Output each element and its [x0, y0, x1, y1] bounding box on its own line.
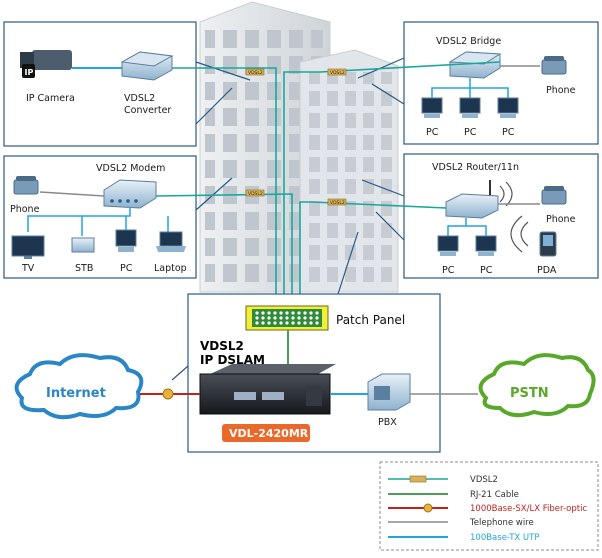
- wireless-signal-icon: [510, 215, 529, 253]
- label-pc-router-2: PC: [480, 265, 493, 276]
- pbx-icon: [367, 373, 411, 411]
- phone-icon: [541, 186, 567, 205]
- ip-camera-icon: IP: [20, 50, 72, 78]
- legend-item-utp: 100Base-TX UTP: [388, 533, 539, 543]
- modem-icon: [103, 179, 157, 209]
- label-phone-bridge: Phone: [546, 85, 576, 96]
- bridge-icon: [448, 51, 502, 79]
- label-dslam-2: IP DSLAM: [200, 353, 265, 367]
- fiber-connector: [162, 388, 174, 400]
- vdsl2-cables: [155, 61, 501, 316]
- svg-text:VDSL2: VDSL2: [470, 475, 498, 485]
- label-laptop: Laptop: [154, 263, 187, 274]
- pstn-cloud: PSTN: [478, 353, 596, 418]
- label-ip-camera: IP Camera: [26, 93, 75, 104]
- pc-icon: [497, 97, 519, 118]
- tv-icon: [11, 235, 45, 259]
- label-pbx: PBX: [378, 417, 397, 428]
- title-vdsl2-router: VDSL2 Router/11n: [432, 162, 519, 173]
- label-pc-router-1: PC: [442, 265, 455, 276]
- phone-icon: [13, 176, 39, 195]
- svg-text:VDSL2: VDSL2: [330, 70, 345, 76]
- label-pstn: PSTN: [510, 386, 549, 401]
- label-model: VDL-2420MR: [229, 427, 309, 440]
- legend: VDSL2 RJ-21 Cable 1000Base-SX/LX Fiber-o…: [379, 461, 599, 551]
- title-vdsl2-bridge: VDSL2 Bridge: [436, 36, 501, 47]
- label-patch-panel: Patch Panel: [336, 313, 405, 327]
- svg-text:100Base-TX UTP: 100Base-TX UTP: [470, 533, 539, 543]
- svg-text:VDSL2: VDSL2: [330, 200, 345, 206]
- legend-item-telephone: Telephone wire: [388, 518, 534, 528]
- label-phone-left: Phone: [10, 204, 40, 215]
- legend-item-rj21: RJ-21 Cable: [388, 490, 519, 500]
- label-pc-bridge-2: PC: [464, 127, 477, 138]
- router-icon: [445, 180, 513, 219]
- pc-icon: [115, 229, 137, 252]
- pc-icon: [437, 235, 459, 256]
- stb-icon: [71, 237, 95, 253]
- label-pda: PDA: [537, 265, 557, 276]
- box-ip-camera: IP IP Camera VDSL2 Converter: [3, 21, 251, 147]
- box-vdsl2-router: VDSL2 Router/11n Phone PC PC: [361, 153, 599, 279]
- label-internet: Internet: [46, 386, 106, 401]
- legend-item-vdsl2: VDSL2: [388, 475, 498, 485]
- svg-text:1000Base-SX/LX Fiber-optic: 1000Base-SX/LX Fiber-optic: [470, 504, 587, 514]
- pc-icon: [475, 235, 497, 256]
- vdsl2-converter-icon: [120, 51, 174, 81]
- pc-icon: [459, 97, 481, 118]
- label-stb: STB: [75, 263, 93, 274]
- label-pc-bridge-3: PC: [502, 127, 515, 138]
- svg-text:VDSL2: VDSL2: [248, 70, 263, 76]
- internet-cloud: Internet: [14, 353, 144, 420]
- box-ip-dslam: Patch Panel VDSL2 IP DSLAM VDL-2420MR PB…: [171, 231, 441, 453]
- title-vdsl2-modem: VDSL2 Modem: [96, 163, 165, 174]
- label-vdsl2-converter-2: Converter: [124, 105, 171, 116]
- label-tv: TV: [21, 263, 35, 274]
- label-dslam-1: VDSL2: [200, 339, 244, 353]
- model-badge: [222, 424, 310, 442]
- phone-icon: [541, 56, 567, 75]
- label-phone-router: Phone: [546, 214, 576, 225]
- box-vdsl2-modem: VDSL2 Modem Phone TV: [3, 155, 233, 279]
- pc-icon: [421, 97, 443, 118]
- box-vdsl2-bridge: VDSL2 Bridge Phone PC PC PC: [357, 21, 599, 145]
- label-vdsl2-converter-1: VDSL2: [124, 93, 155, 104]
- legend-item-fiber: 1000Base-SX/LX Fiber-optic: [388, 503, 587, 514]
- svg-text:Telephone wire: Telephone wire: [469, 518, 534, 528]
- dslam-device-icon: [199, 364, 336, 415]
- label-pc-bridge-1: PC: [426, 127, 439, 138]
- ip-badge: IP: [25, 68, 34, 77]
- patch-panel-icon: [245, 305, 329, 331]
- svg-text:VDSL2: VDSL2: [248, 191, 263, 197]
- label-pc-left: PC: [120, 263, 133, 274]
- office-buildings: [199, 1, 399, 293]
- vdsl2-tags: VDSL2 VDSL2 VDSL2 VDSL2: [245, 68, 347, 206]
- pda-icon: [539, 231, 557, 257]
- svg-text:RJ-21 Cable: RJ-21 Cable: [470, 490, 519, 500]
- laptop-icon: [156, 231, 186, 252]
